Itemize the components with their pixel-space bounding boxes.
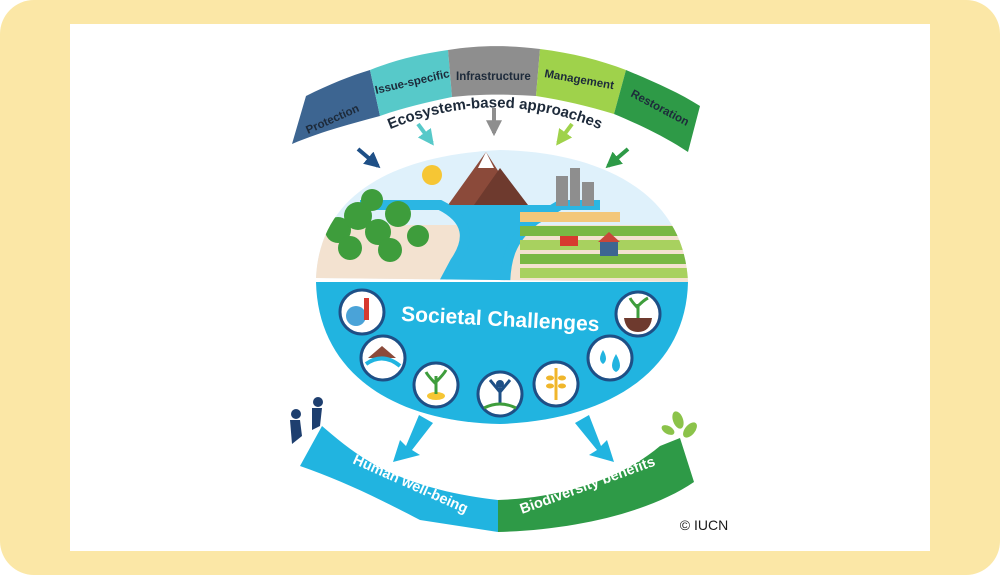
arrow-human-wellbeing xyxy=(393,415,433,462)
person-health-icon xyxy=(476,370,524,418)
segment-issue-specific xyxy=(370,50,452,116)
arrow-issue-specific xyxy=(416,122,434,146)
soil-seedling-icon xyxy=(614,290,662,338)
societal-challenges-area xyxy=(316,282,688,424)
flood-disaster-icon xyxy=(359,334,407,382)
segment-infrastructure xyxy=(448,46,540,97)
water-drops-icon xyxy=(586,334,634,382)
segment-label-infrastructure: Infrastructure xyxy=(456,71,531,83)
challenge-icons xyxy=(338,288,662,418)
outcome-arrows xyxy=(393,415,614,462)
forest-illustration xyxy=(325,189,429,262)
segment-management xyxy=(536,49,626,114)
approach-arc: Protection Issue-specific Infrastructure… xyxy=(292,46,700,152)
house-icon xyxy=(600,242,618,256)
segment-protection xyxy=(292,70,380,144)
landscape-scene xyxy=(316,150,688,282)
leaf-sprig-icon xyxy=(661,411,697,438)
arrow-restoration xyxy=(605,147,630,169)
arrow-protection xyxy=(356,147,381,169)
arrow-biodiversity xyxy=(575,415,614,462)
arrow-management xyxy=(556,122,574,146)
segment-restoration xyxy=(614,70,700,152)
sun-icon xyxy=(422,165,442,185)
tractor-icon xyxy=(560,236,578,246)
wheat-food-icon xyxy=(532,360,580,408)
climate-thermometer-icon xyxy=(338,288,386,336)
approach-arrows xyxy=(356,108,630,169)
city-buildings xyxy=(556,168,594,206)
outcome-biodiversity-band xyxy=(498,438,694,532)
outcome-human-wellbeing-band xyxy=(300,426,498,532)
people-holding-hands-icon xyxy=(290,397,323,444)
plant-coin-icon xyxy=(412,361,460,409)
copyright-text: © IUCN xyxy=(680,517,728,533)
